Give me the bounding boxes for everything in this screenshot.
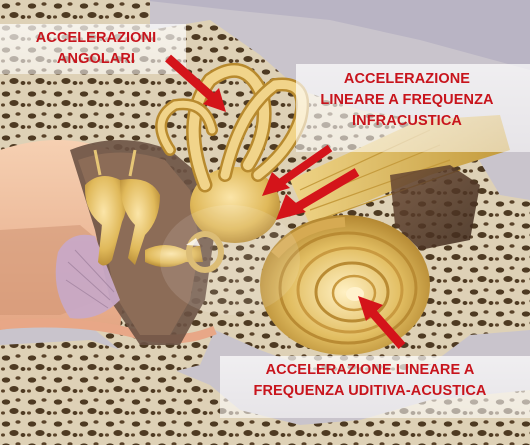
label-acoustic-line-1: ACCELERAZIONE LINEARE A — [222, 360, 518, 381]
label-angular-accelerations: ACCELERAZIONI ANGOLARI — [10, 28, 182, 70]
label-infrasonic-line-2: LINEARE A FREQUENZA — [298, 90, 516, 111]
label-infrasonic-acceleration: ACCELERAZIONE LINEARE A FREQUENZA INFRAC… — [298, 69, 516, 132]
label-infrasonic-line-1: ACCELERAZIONE — [298, 69, 516, 90]
vestibule-glow — [160, 205, 300, 315]
label-infrasonic-line-3: INFRACUSTICA — [298, 111, 516, 132]
label-angular-line-1: ACCELERAZIONI — [10, 28, 182, 49]
label-angular-line-2: ANGOLARI — [10, 49, 182, 70]
label-acoustic-line-2: FREQUENZA UDITIVA-ACUSTICA — [222, 381, 518, 402]
label-acoustic-acceleration: ACCELERAZIONE LINEARE A FREQUENZA UDITIV… — [222, 360, 518, 402]
